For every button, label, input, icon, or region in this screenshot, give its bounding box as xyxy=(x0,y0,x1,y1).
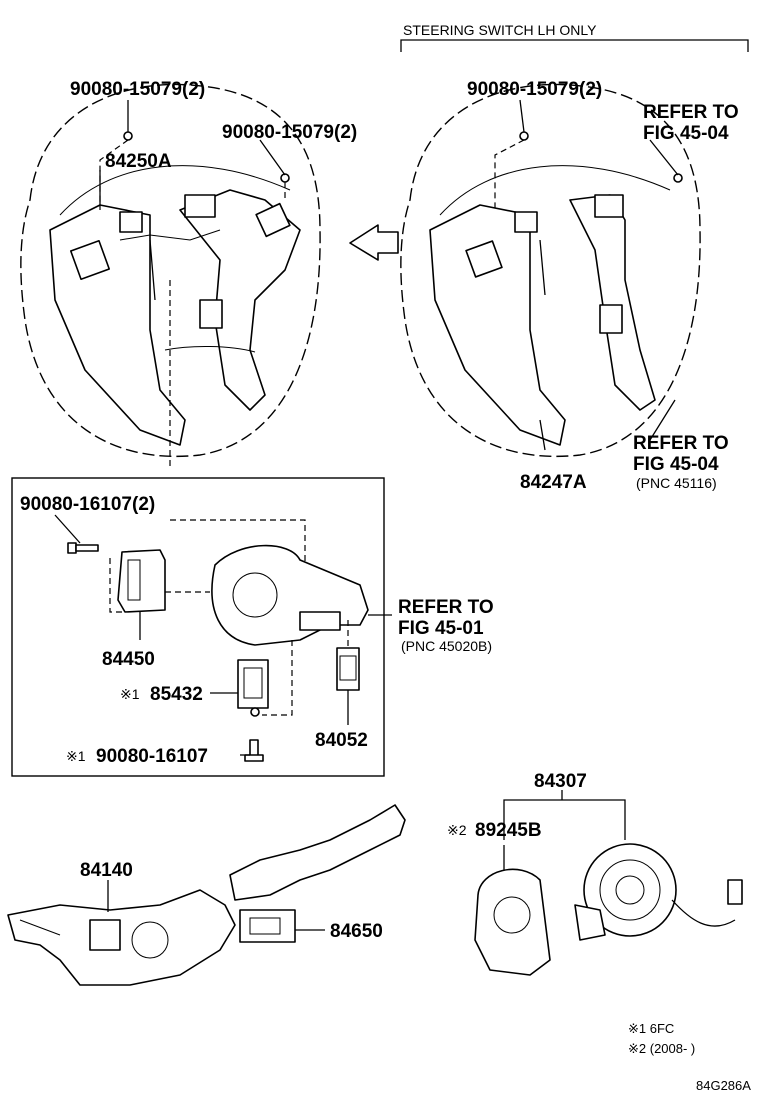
combination-switch-box xyxy=(11,477,385,777)
label-mark-85432: ※1 xyxy=(120,686,140,702)
label-84140: 84140 xyxy=(80,860,133,881)
label-bolt-16107-2: 90080-16107(2) xyxy=(20,494,155,515)
label-refer-4504-bot-2: FIG 45-04 xyxy=(633,454,719,475)
figure-code: 84G286A xyxy=(696,1078,751,1093)
label-mark-89245b: ※2 xyxy=(447,822,467,838)
label-refer-4504-bot-1: REFER TO xyxy=(633,433,729,454)
label-85432: 85432 xyxy=(150,684,203,705)
label-84650: 84650 xyxy=(330,921,383,942)
label-84450: 84450 xyxy=(102,649,155,670)
label-bolt-16107: 90080-16107 xyxy=(96,746,208,767)
label-refer-4504-top-1: REFER TO xyxy=(643,102,739,123)
label-89245b: 89245B xyxy=(475,820,542,841)
bolt-90080-16107-2 xyxy=(67,542,99,554)
label-refer-4501-1: REFER TO xyxy=(398,597,494,618)
label-bolt-15079-left-top: 90080-15079(2) xyxy=(70,79,205,100)
column-cover xyxy=(211,544,369,646)
lh-only-label: STEERING SWITCH LH ONLY xyxy=(403,22,597,38)
label-pnc-45116: (PNC 45116) xyxy=(636,475,717,491)
footnote-1: ※1 6FC xyxy=(628,1021,674,1036)
leader-lines xyxy=(54,99,679,931)
lh-only-bracket xyxy=(400,39,749,52)
part-84307 xyxy=(574,843,743,941)
direction-arrow xyxy=(349,224,399,261)
label-pnc-45020b: (PNC 45020B) xyxy=(401,638,492,654)
label-84052: 84052 xyxy=(315,730,368,751)
footnote-2: ※2 (2008- ) xyxy=(628,1041,695,1056)
part-89245b xyxy=(474,868,551,976)
right-steering-wheel xyxy=(400,83,701,457)
label-refer-4501-2: FIG 45-01 xyxy=(398,618,484,639)
label-bolt-15079-right: 90080-15079(2) xyxy=(467,79,602,100)
label-mark-16107: ※1 xyxy=(66,748,86,764)
left-steering-wheel xyxy=(20,83,321,470)
label-84250a: 84250A xyxy=(105,151,172,172)
label-84307: 84307 xyxy=(534,771,587,792)
bolt-90080-16107 xyxy=(244,739,264,762)
label-84247a: 84247A xyxy=(520,472,587,493)
part-84140 xyxy=(7,889,236,986)
label-bolt-15079-left-right: 90080-15079(2) xyxy=(222,122,357,143)
part-84450 xyxy=(109,549,166,613)
part-85432 xyxy=(237,659,269,717)
part-84650 xyxy=(229,804,406,943)
label-refer-4504-top-2: FIG 45-04 xyxy=(643,123,729,144)
